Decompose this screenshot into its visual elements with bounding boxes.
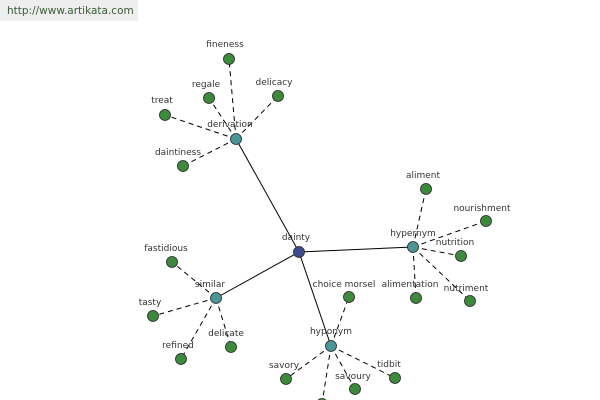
- node-hypernym[interactable]: [407, 241, 419, 253]
- node-regale[interactable]: [203, 92, 215, 104]
- node-daintiness[interactable]: [177, 160, 189, 172]
- node-nutrition[interactable]: [455, 250, 467, 262]
- node-alimentation[interactable]: [410, 292, 422, 304]
- labels-layer: dainty derivation hypernym similar hyponym fi…: [139, 40, 511, 382]
- label-tidbit[interactable]: tidbit: [377, 360, 401, 370]
- label-savory[interactable]: savory: [269, 361, 300, 371]
- node-derivation[interactable]: [230, 133, 242, 145]
- label-refined[interactable]: refined: [162, 341, 194, 351]
- node-savoury[interactable]: [349, 383, 361, 395]
- label-alimentation[interactable]: alimentation: [382, 280, 439, 290]
- edge-hypernym-aliment: [412, 188, 427, 248]
- edge-hypernym-nutrition: [412, 246, 462, 257]
- label-derivation[interactable]: derivation: [207, 120, 253, 130]
- edge-hyponym-tidbit: [330, 345, 396, 379]
- edge-derivation-regale: [208, 97, 237, 140]
- node-choice-morsel[interactable]: [343, 291, 355, 303]
- edge-similar-tasty: [152, 297, 217, 317]
- label-daintiness[interactable]: daintiness: [155, 148, 201, 158]
- site-url-link[interactable]: http://www.artikata.com: [0, 0, 138, 21]
- label-nourishment[interactable]: nourishment: [453, 204, 511, 214]
- label-fineness[interactable]: fineness: [206, 40, 244, 50]
- node-tidbit[interactable]: [389, 372, 401, 384]
- node-treat[interactable]: [159, 109, 171, 121]
- label-nutrition[interactable]: nutrition: [436, 238, 474, 248]
- node-fastidious[interactable]: [166, 256, 178, 268]
- label-similar[interactable]: similar: [195, 280, 225, 290]
- node-delicacy[interactable]: [272, 90, 284, 102]
- label-delicacy[interactable]: delicacy: [256, 78, 294, 88]
- edge-similar-refined: [180, 297, 217, 360]
- edge-hypernym-nutriment: [412, 246, 471, 302]
- node-savory[interactable]: [280, 373, 292, 385]
- edge-dainty-hypernym: [298, 246, 414, 253]
- node-nourishment[interactable]: [480, 215, 492, 227]
- edge-derivation-fineness: [228, 58, 237, 140]
- label-aliment[interactable]: aliment: [406, 171, 441, 181]
- edge-hyponym-savory: [285, 345, 332, 380]
- node-refined[interactable]: [175, 353, 187, 365]
- edge-dainty-similar: [215, 251, 300, 299]
- node-tasty[interactable]: [147, 310, 159, 322]
- edge-derivation-delicacy: [235, 95, 279, 140]
- label-tasty[interactable]: tasty: [139, 298, 162, 308]
- edge-derivation-daintiness: [182, 138, 237, 167]
- node-dainty[interactable]: [293, 246, 305, 258]
- edge-similar-fastidious: [171, 261, 217, 299]
- node-delicate[interactable]: [225, 341, 237, 353]
- label-dainty[interactable]: dainty: [282, 233, 311, 243]
- node-fineness[interactable]: [223, 53, 235, 65]
- edge-dainty-derivation: [235, 138, 300, 253]
- edge-hypernym-nourishment: [412, 220, 487, 248]
- edge-hyponym-offscreen: [322, 345, 332, 400]
- label-choice-morsel[interactable]: choice morsel: [313, 280, 376, 290]
- node-nutriment[interactable]: [464, 295, 476, 307]
- label-delicate[interactable]: delicate: [208, 329, 244, 339]
- edge-dainty-hyponym: [298, 251, 332, 347]
- edge-hypernym-alimentation: [412, 246, 417, 299]
- label-nutriment[interactable]: nutriment: [444, 284, 489, 294]
- edge-similar-delicate: [215, 297, 232, 348]
- label-hyponym[interactable]: hyponym: [310, 327, 352, 337]
- label-regale[interactable]: regale: [192, 80, 221, 90]
- edges-layer: [152, 58, 487, 400]
- node-similar[interactable]: [210, 292, 222, 304]
- label-savoury[interactable]: savoury: [335, 372, 371, 382]
- node-hyponym[interactable]: [325, 340, 337, 352]
- node-aliment[interactable]: [420, 183, 432, 195]
- label-fastidious[interactable]: fastidious: [144, 244, 188, 254]
- label-treat[interactable]: treat: [151, 96, 173, 106]
- nodes-layer: [147, 53, 492, 400]
- label-hypernym[interactable]: hypernym: [390, 229, 436, 239]
- edge-derivation-treat: [164, 114, 237, 140]
- edge-hyponym-choice_morsel: [330, 296, 350, 347]
